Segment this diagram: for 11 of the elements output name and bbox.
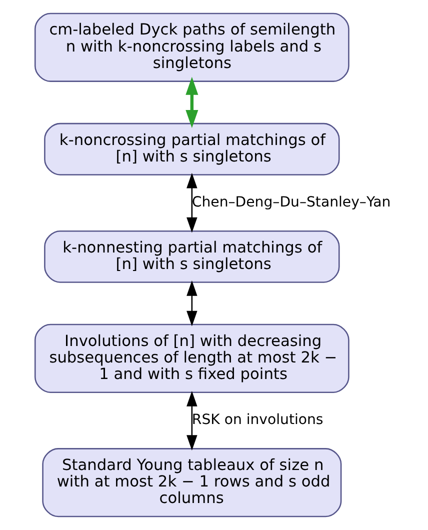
arrow — [186, 76, 198, 128]
node-box: Involutions of [n] with decreasing subsequences of length at most 2k − 1 and with s fixed points — [34, 324, 350, 393]
node-box: k-noncrossing partial matchings of [n] with s singletons — [44, 122, 340, 176]
edge-label: RSK on involutions — [192, 412, 324, 428]
node-box: cm-labeled Dyck paths of semilength n with k-noncrossing labels and s singletons — [34, 12, 350, 82]
edge-label: Chen–Deng–Du–Stanley–Yan — [192, 194, 391, 211]
arrow — [186, 280, 198, 326]
arrow — [186, 391, 198, 450]
node-box: Standard Young tableaux of size n with at most 2k − 1 rows and s odd columns — [42, 448, 342, 518]
node-box: k-nonnesting partial matchings of [n] with s singletons — [44, 230, 340, 283]
arrow — [186, 172, 198, 233]
